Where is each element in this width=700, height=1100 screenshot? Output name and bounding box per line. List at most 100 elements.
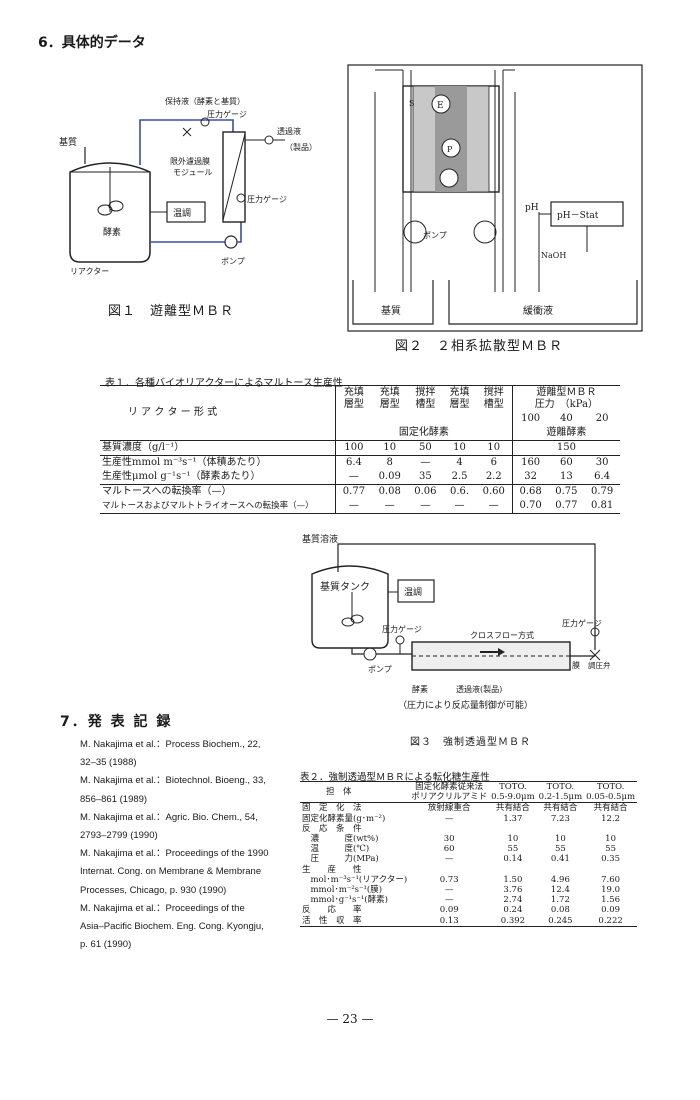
fig3-substrate-solution-label: 基質溶液 (302, 533, 338, 545)
t1-row-4-label: マルトースへの転換率（—） (102, 486, 232, 497)
t1-cell (511, 440, 549, 456)
t1-pressure-1: 100 (511, 412, 549, 426)
t2-col-2: TOTO.0.5-9.0μm (491, 782, 535, 803)
t1-cell: 10 (487, 442, 501, 453)
t2-cell: 1.37 (503, 813, 523, 824)
reference-item: M. Nakajima et al.：Biotechnol. Bioeng., … (80, 775, 266, 805)
fig2-pump-label: ポンプ (423, 231, 447, 240)
t1-cell: 0.68 (511, 484, 549, 499)
t2-cell: 1.56 (601, 895, 621, 906)
t1-cell: 2.2 (485, 471, 502, 482)
fig3-tank-label: 基質タンク (320, 580, 370, 593)
t2-cell: 0.392 (500, 915, 526, 926)
t2-cell (409, 824, 489, 834)
t2-cell (537, 824, 585, 834)
t1-cell: 35 (419, 471, 432, 482)
t1-cell: 0.6. (449, 486, 470, 497)
t1-cell: 0.79 (590, 486, 614, 497)
section-7-heading: 7．発 表 記 録 (60, 714, 173, 730)
t1-cell: 0.08 (378, 486, 401, 497)
t1-row-2-label: 生産性mmol m⁻³s⁻¹（体積あたり） (102, 457, 267, 468)
t2-cell: 60 (443, 844, 455, 855)
t2-row-label: 反 応 率 (302, 905, 362, 916)
t2-cell: 0.08 (550, 905, 570, 916)
t2-cell: 共有結合 (593, 803, 628, 814)
t1-cell: 10 (383, 442, 397, 453)
fig3-enzyme-label: 酵素 (412, 684, 428, 694)
t1-cell: — (420, 500, 431, 511)
t2-cell: 19.0 (601, 885, 621, 896)
t2-cell (489, 865, 537, 875)
t1-cell: 0.70 (511, 499, 549, 514)
fig2-buffer-label: 緩衝液 (523, 304, 553, 317)
fig3-crossflow-label: クロスフロー方式 (470, 630, 534, 640)
t1-cell: 0.77 (555, 500, 578, 511)
figure-1-diagram: 基質 保持液（酵素と基質） 圧力ゲージ 透過液 （製品） 限外濾過膜 モジュール… (59, 96, 317, 276)
t1-type-4: 充填層型 (449, 387, 470, 410)
t2-cell: 55 (507, 844, 519, 855)
section-6-heading: 6．具体的データ (38, 35, 146, 51)
t2-row-label: 固 定 化 法 (302, 803, 362, 814)
t1-cell: — (454, 500, 465, 511)
t2-cell: 0.13 (439, 915, 459, 926)
t2-cell: 55 (554, 844, 566, 855)
t2-col-1: 固定化酵素従来法ポリアクリルアミド (411, 782, 488, 803)
t1-cell: 8 (386, 457, 393, 468)
fig1-uf-label-2: モジュール (173, 168, 212, 177)
t2-cell: 12.2 (601, 813, 621, 824)
table-2-caption: 表２．強制透過型ＭＢＲによる転化糖生産性 (300, 772, 490, 783)
t1-cell: 10 (453, 442, 466, 453)
t2-cell (409, 865, 489, 875)
t2-cell: 0.35 (601, 854, 621, 865)
fig1-gauge-top-label: 圧力ゲージ (207, 109, 247, 119)
t1-row-5-label: マルトースおよびマルトトライオースへの転換率（—） (102, 501, 314, 511)
t1-type-5: 撹拌槽型 (483, 387, 504, 410)
table-2: 担 体 固定化酵素従来法ポリアクリルアミド TOTO.0.5-9.0μm TOT… (300, 781, 638, 927)
t2-row-label: 生 産 性 (302, 864, 362, 875)
t2-cell: 2.74 (503, 895, 523, 906)
t1-cell: — (488, 500, 499, 511)
t2-cell: 放射線重合 (427, 803, 471, 814)
t2-row-label: 温 度(℃) (302, 844, 370, 855)
t2-row: 生 産 性 (300, 865, 637, 875)
t2-cell: 0.09 (601, 905, 621, 916)
fig3-permeate-label: 透過液(製品) (456, 684, 502, 694)
t2-cell: 12.4 (550, 885, 570, 896)
t1-cell: 32 (511, 470, 549, 485)
t2-row-label: 濃 度(wt%) (302, 834, 379, 845)
t2-cell: — (444, 885, 454, 896)
t2-cell: 7.23 (550, 813, 570, 824)
t2-cell: 10 (605, 834, 616, 845)
t2-cell: 0.73 (439, 874, 459, 885)
t1-cell: 0.60 (482, 486, 505, 497)
fig1-reactor-label: リアクター (70, 267, 109, 276)
t1-cell: — (334, 499, 372, 514)
t2-cell: — (444, 854, 454, 865)
t1-cell: 30 (595, 457, 609, 468)
table-1: リ ア ク タ ー 形 式 充填層型 充填層型 撹拌槽型 充填層型 撹拌槽型 遊… (100, 385, 620, 514)
t1-type-3: 撹拌槽型 (415, 387, 436, 410)
t2-cell: 0.24 (503, 905, 523, 916)
t1-cell: 50 (419, 442, 432, 453)
t1-cell: 6 (490, 457, 497, 468)
fig1-uf-label: 限外濾過膜 (170, 156, 210, 166)
reference-item: M. Nakajima et al.：Process Biochem., 22,… (80, 739, 261, 769)
t2-row-label: mol･m⁻³s⁻¹(リアクター) (302, 874, 408, 885)
figure-2-caption: 図２ ２相系拡散型ＭＢＲ (395, 339, 564, 354)
t1-cell: 0.06 (414, 486, 437, 497)
t2-row-label: 反 応 条 件 (302, 823, 362, 834)
t1-immobilized: 固定化酵素 (335, 426, 513, 441)
t2-col-3: TOTO.0.2-1.5μm (538, 782, 583, 803)
figure-2-diagram: S E P ポンプ pH pH－Stat NaOH 基質 緩衝液 (347, 64, 643, 332)
t2-cell: 1.50 (503, 874, 523, 885)
t1-cell: 6.4 (594, 471, 611, 482)
t1-cell: 160 (511, 455, 549, 470)
t2-cell: 0.09 (439, 905, 459, 916)
t2-cell (537, 865, 585, 875)
fig1-permeate-label: 透過液 (277, 126, 301, 136)
